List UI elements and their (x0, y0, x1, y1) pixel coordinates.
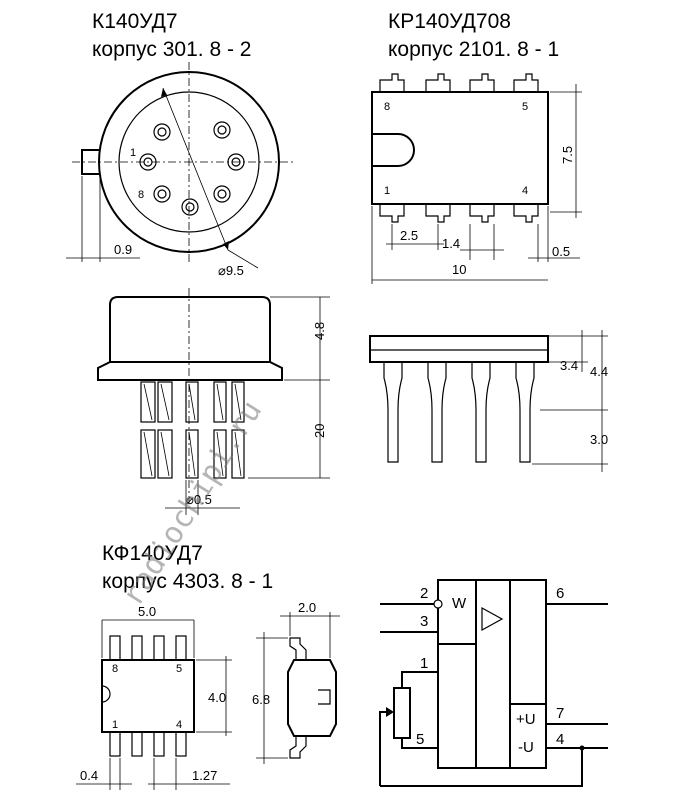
pkg1-pin-8-label: 8 (138, 189, 144, 201)
pkg2-dim-body: 3.4 (560, 358, 578, 373)
opamp-wire-minus (380, 748, 583, 787)
pkg2-side-leads (383, 362, 535, 463)
pkg2-notch (372, 133, 415, 167)
pkg1-can-body (109, 296, 271, 362)
pkg2-pins-top (379, 73, 539, 92)
pkg1-dim-tab: 0.9 (114, 242, 132, 257)
pkg1-side-view: 4.8 20 ⌀0.5 (97, 288, 330, 515)
pkg2-case: корпус 2101. 8 - 1 (388, 38, 559, 61)
pkg1-dim-diam: ⌀9.5 (218, 263, 244, 278)
pkg1-pin-holes (139, 121, 245, 216)
pkg2-body (371, 91, 549, 205)
wiper-wire (379, 711, 392, 786)
opamp-pin-1: 1 (420, 655, 428, 672)
pkg2-pin-4-label: 4 (522, 185, 528, 197)
pkg2-pin-1-label: 1 (384, 185, 390, 197)
pkg3-pin-1-label: 1 (112, 719, 118, 731)
opamp-pin-4: 4 (556, 731, 564, 748)
pkg3-body (101, 659, 195, 733)
pkg3-pins (109, 635, 187, 757)
pkg2-pin-8-label: 8 (384, 101, 390, 113)
pkg1-dim-leads: 20 (312, 424, 327, 438)
opamp-pin-3: 3 (420, 613, 428, 630)
pkg2-pin-5-label: 5 (522, 101, 528, 113)
pkg1-flange (97, 361, 283, 381)
pkg3-dim-pitch: 1.27 (192, 768, 217, 783)
wiper-arrow-icon (386, 707, 394, 717)
pkg2-dim-total: 4.4 (590, 364, 608, 379)
opamp-w-label: W (452, 595, 467, 612)
opamp-triangle-icon (481, 606, 504, 632)
pkg1-case: корпус 301. 8 - 2 (92, 38, 251, 61)
pkg3-case: корпус 4303. 8 - 1 (102, 570, 273, 593)
pkg2-dim-w: 7.5 (560, 146, 575, 164)
pkg3-notch (101, 685, 111, 703)
opamp-pin-2: 2 (420, 585, 428, 602)
pkg3-dim-lead: 0.4 (80, 768, 98, 783)
pkg1-dim-h: 4.8 (312, 322, 327, 340)
opamp-pin-6: 6 (556, 585, 564, 602)
pkg2-dim-end: 0.5 (552, 244, 570, 259)
opamp-symbol: W 2 3 6 +U -U 7 4 1 5 (379, 579, 608, 787)
pkg1-leads (140, 381, 245, 479)
opamp-minus-u: -U (518, 739, 534, 756)
opamp-wire-pin1 (401, 671, 438, 688)
opamp-wire-pin5 (401, 738, 438, 749)
pkg3-top-view: КФ140УД7 корпус 4303. 8 - 1 8 5 1 4 5.0 … (76, 542, 273, 790)
pkg1-diameter-line (162, 87, 229, 251)
opamp-outline (437, 579, 547, 769)
pkg3-side-body (287, 659, 337, 737)
pkg2-dim-len: 10 (452, 262, 466, 277)
pkg2-side-view: 3.4 4.4 3.0 (369, 330, 608, 472)
pkg3-side-view: 2.0 6.8 (252, 600, 340, 764)
opamp-pin-5: 5 (416, 731, 424, 748)
pkg3-pin-8-label: 8 (112, 663, 118, 675)
opamp-plus-u: +U (516, 711, 536, 728)
pkg3-title: КФ140УД7 (102, 542, 203, 565)
opamp-pin-7: 7 (556, 705, 564, 722)
pkg2-dim-lead: 3.0 (590, 432, 608, 447)
pkg1-pin-1-label: 1 (130, 147, 136, 159)
pkg1-title: К140УД7 (92, 10, 178, 33)
pkg2-pins-bottom (379, 204, 539, 223)
pkg3-pin-4-label: 4 (176, 719, 182, 731)
pkg2-dim-pw: 1.4 (442, 236, 460, 251)
pkg2-dim-pitch: 2.5 (400, 228, 418, 243)
trim-resistor (393, 687, 411, 739)
pkg1-dim-lead-d: ⌀0.5 (186, 492, 212, 507)
pkg3-dim-h: 4.0 (208, 690, 226, 705)
pkg3-dim-side: 2.0 (298, 600, 316, 615)
pkg2-side-body (369, 335, 549, 363)
pkg2-top-view: КР140УД708 корпус 2101. 8 - 1 8 5 1 4 7.… (371, 10, 582, 284)
pkg1-top-view: К140УД7 корпус 301. 8 - 2 1 8 ⌀9.5 0.9 (66, 10, 295, 278)
pkg2-title: КР140УД708 (388, 10, 511, 33)
pkg3-pin-5-label: 5 (176, 663, 182, 675)
pkg1-diam-leader (227, 249, 259, 269)
pkg1-key-tab (81, 149, 100, 175)
pkg3-dim-w: 5.0 (138, 604, 156, 619)
pkg3-dim-total: 6.8 (252, 692, 270, 707)
